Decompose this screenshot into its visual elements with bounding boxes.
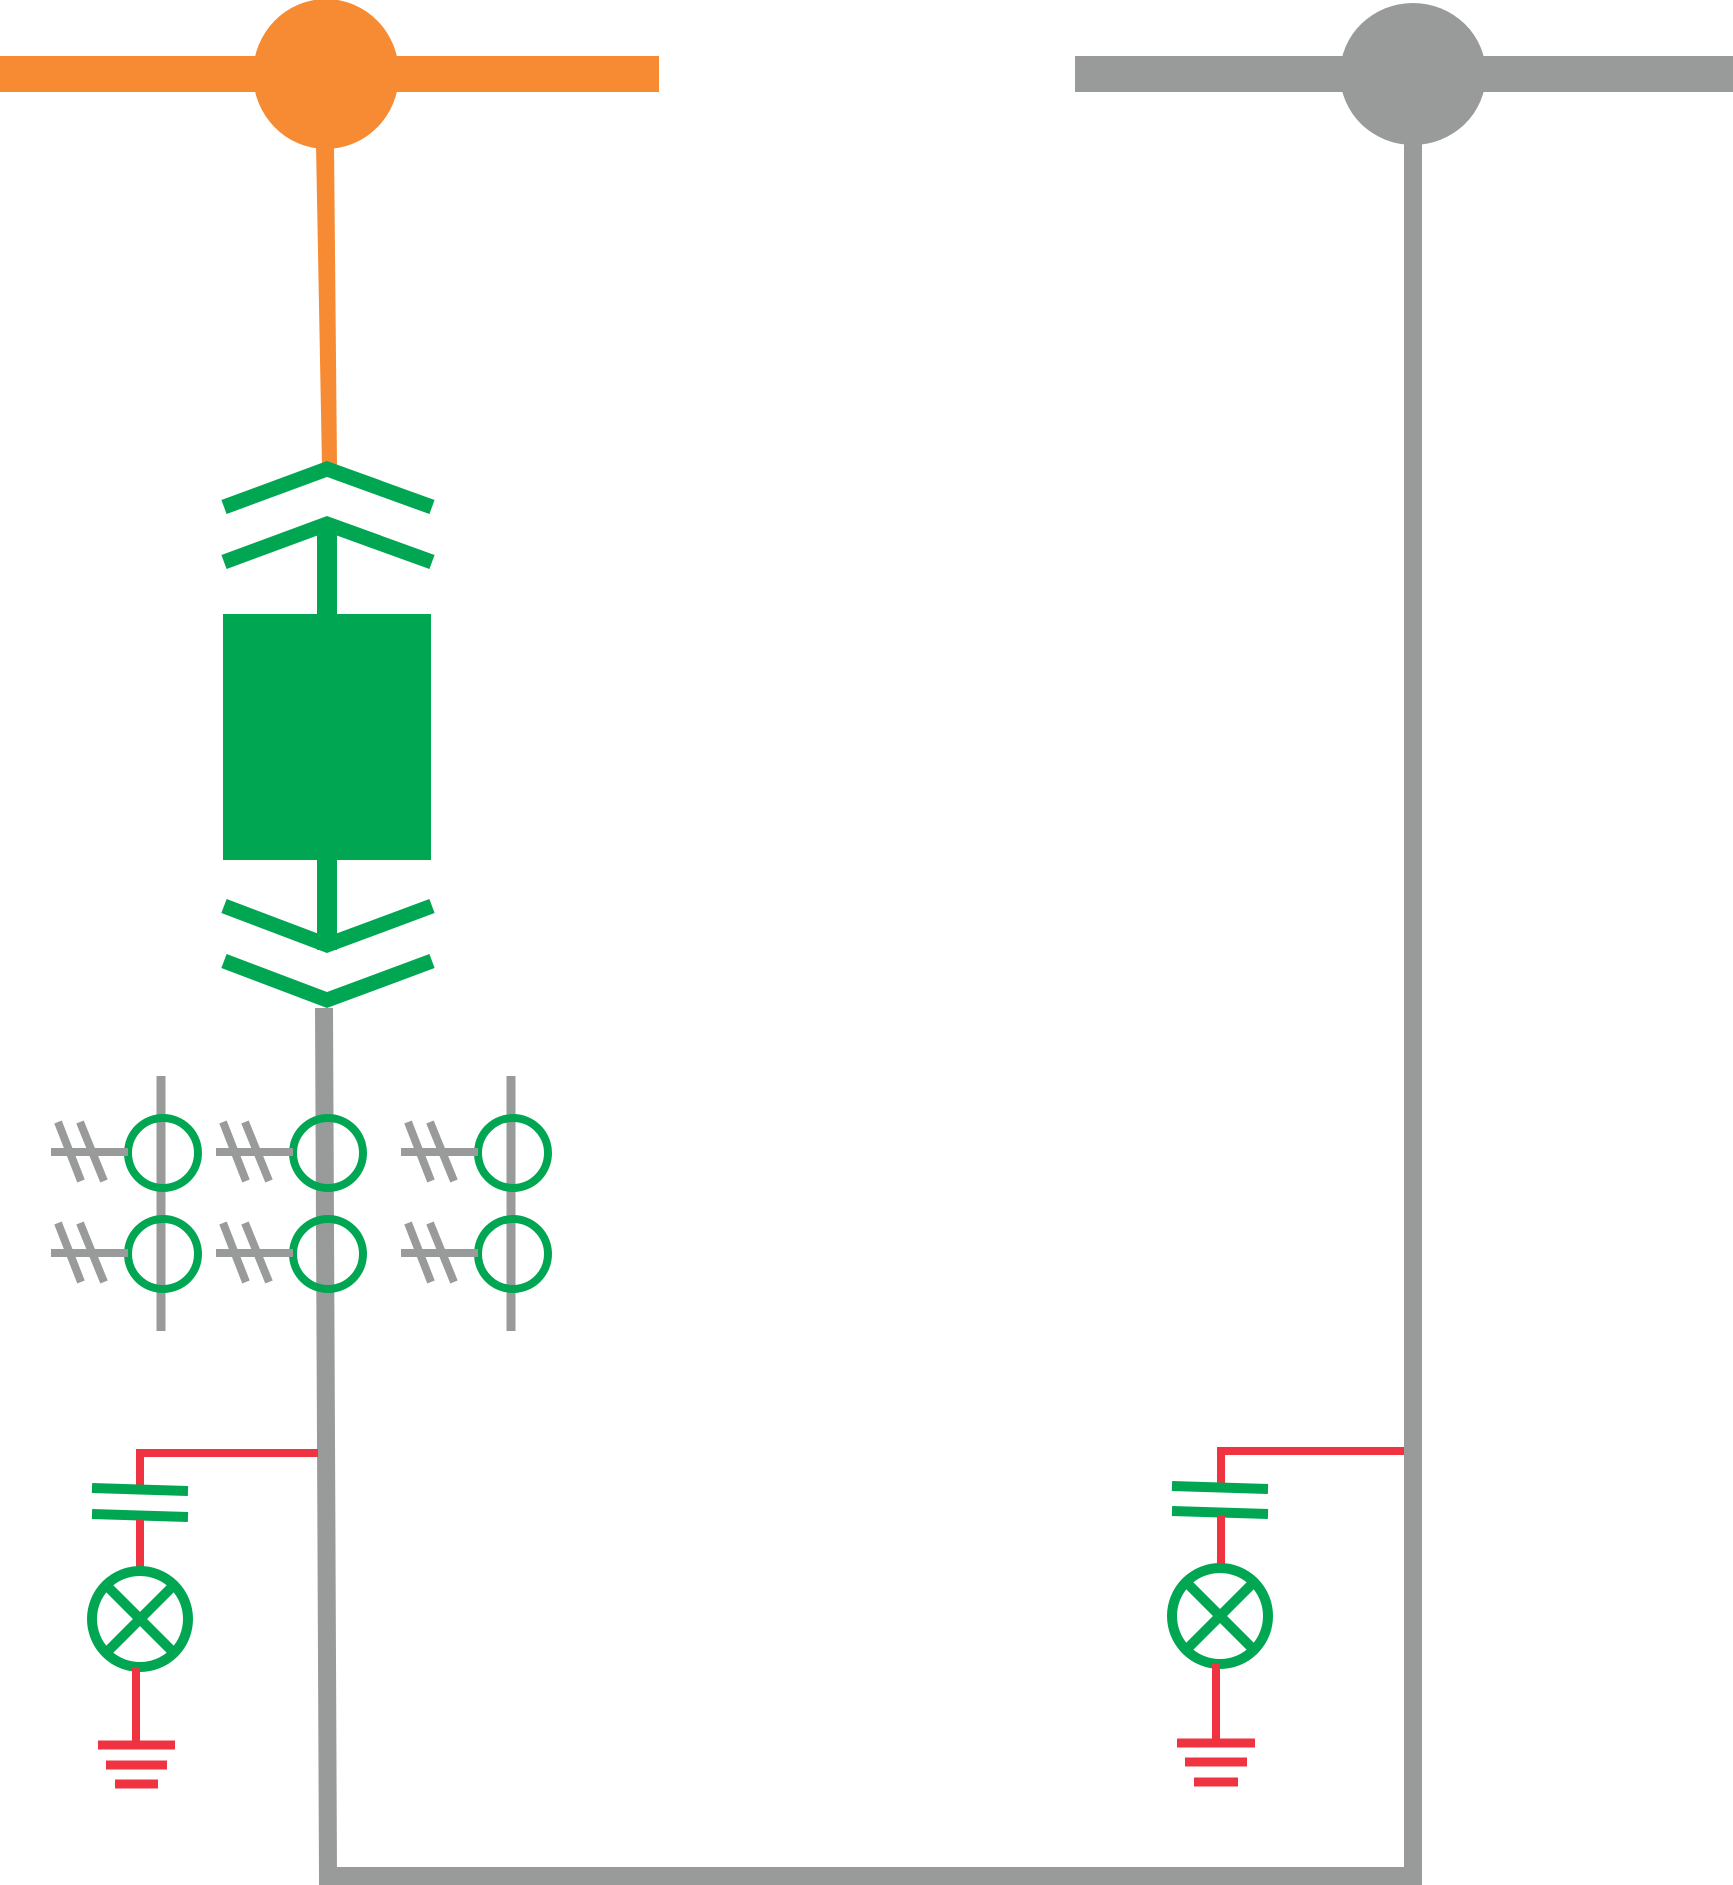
current-transformer [216,1114,367,1192]
current-transformers [51,1076,552,1331]
ct-three-phase-tick [219,1120,250,1183]
left-earth-icon [98,1740,175,1789]
right-indicator-wire-top [1217,1447,1404,1485]
ct-three-phase-tick [426,1120,458,1183]
circuit-breaker [221,461,435,1009]
breaker-body [223,614,431,860]
ct-three-phase-tick [219,1221,250,1284]
left-voltage-indicator [87,1449,318,1789]
right-voltage-indicator [1167,1447,1404,1787]
ct-three-phase-tick [54,1221,85,1284]
ct-three-phase-tick [241,1120,273,1183]
right-lamp-cross-b [1182,1578,1258,1654]
left-capacitor-plate-bottom [91,1509,189,1522]
left-indicator-lamp-icon [87,1566,193,1672]
right-capacitor-plate-bottom [1171,1506,1269,1519]
left-busbar [0,0,659,149]
left-capacitor-plate-top [91,1483,189,1496]
right-busbar [1075,3,1733,145]
left-busbar-node [253,0,399,149]
ct-three-phase-tick [76,1221,108,1284]
ct-three-phase-tick [404,1120,435,1183]
ct-three-phase-tick [76,1120,108,1183]
breaker-upper-contact-outer [221,461,435,515]
left-lamp-cross-b [102,1581,178,1657]
current-transformer [51,1215,202,1293]
outgoing-cable-loop [315,140,1422,1885]
current-transformer [216,1215,367,1293]
current-transformer [51,1114,202,1192]
left-indicator-wire-top [136,1449,318,1487]
ct-three-phase-tick [54,1120,85,1183]
orange-feeder-line [316,145,337,466]
current-transformer [401,1114,552,1192]
right-earth-icon [1177,1738,1255,1787]
right-busbar-node [1340,3,1486,145]
breaker-lower-contact-outer [221,953,435,1009]
left-cable-drop [315,1007,337,1877]
right-capacitor-plate-top [1171,1481,1269,1494]
ct-three-phase-tick [241,1221,273,1284]
ct-three-phase-tick [426,1221,458,1284]
current-transformer [401,1215,552,1293]
ct-three-phase-tick [404,1221,435,1284]
right-indicator-lamp-icon [1167,1563,1273,1669]
breaker-lower-contact-inner [221,898,435,954]
